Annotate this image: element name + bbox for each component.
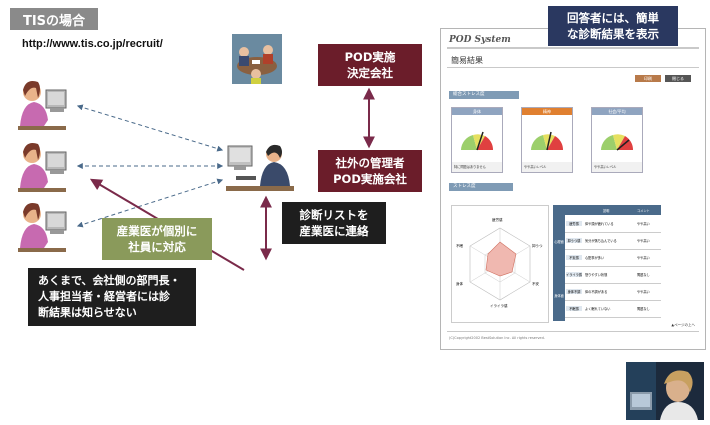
radar-label: 身体 <box>456 282 463 286</box>
row-desc: 体の不調がある <box>585 290 608 294</box>
section-stress-level: ストレス度 <box>449 183 513 191</box>
divider <box>447 331 699 332</box>
page-top-link[interactable]: ▲ページの上へ <box>671 323 695 327</box>
radar-label: 不眠 <box>456 244 463 248</box>
meeting-photo-icon <box>232 34 282 84</box>
side-label: 心理面 <box>554 240 564 244</box>
radar-label: 抑うつ <box>532 244 543 248</box>
radar-label: イライラ感 <box>490 304 508 308</box>
respondent-result-box: 回答者には、簡単 な診断結果を表示 <box>548 6 678 46</box>
row-comment: やや高い <box>637 290 650 294</box>
copyright: (C)Copyright2002 BestSolution Inc. All r… <box>449 336 545 340</box>
section-total-stress: 総合ストレス度 <box>449 91 519 99</box>
close-button[interactable]: 閉じる <box>665 75 691 82</box>
row-name: 抑うつ感 <box>566 238 582 243</box>
print-button[interactable]: 印刷 <box>635 75 661 82</box>
row-comment: 問題なし <box>637 273 650 277</box>
gauge-comment: やや高いレベル <box>522 162 572 172</box>
gauge-comment: 特に問題はありません <box>452 162 502 172</box>
row-name: 不安感 <box>566 255 582 260</box>
table-header: コメント <box>637 209 650 213</box>
table-row: 不安感 心配事が多い やや高い <box>565 249 661 267</box>
table-row: 不眠感 よく眠れていない 問題なし <box>565 300 661 318</box>
employee-icon <box>16 198 70 258</box>
gauge-comment: やや高いレベル <box>592 162 642 172</box>
radar-label: 疲労感 <box>492 218 503 222</box>
row-comment: やや高い <box>637 222 650 226</box>
pod-company-box: POD実施 決定会社 <box>318 44 422 86</box>
gauge-social: 社会/平均 やや高いレベル <box>591 107 643 173</box>
row-desc: 気分が落ち込んでいる <box>585 239 617 243</box>
row-name: イライラ感 <box>566 272 582 277</box>
table-row: 疲労感 体や頭が疲れている やや高い <box>565 215 661 233</box>
row-comment: 問題なし <box>637 307 650 311</box>
row-name: 不眠感 <box>566 306 582 311</box>
row-comment: やや高い <box>637 239 650 243</box>
pod-system-logo: POD System <box>449 35 511 45</box>
admin-computer-icon <box>226 140 296 196</box>
send-list-box: 診断リストを 産業医に連絡 <box>282 202 386 244</box>
result-title: 簡易結果 <box>451 56 483 65</box>
employee-icon <box>16 76 70 136</box>
radar-label: 不安 <box>532 282 539 286</box>
row-name: 疲労感 <box>566 221 582 226</box>
table-header-row: 説明 コメント <box>565 205 661 215</box>
notice-box: あくまで、会社側の部門長・ 人事担当者・経営者には診 断結果は知らせない <box>28 268 196 326</box>
row-desc: 心配事が多い <box>585 256 605 260</box>
gauge-mind: 精神 やや高いレベル <box>521 107 573 173</box>
radar-chart: 疲労感 抑うつ 不安 イライラ感 身体 不眠 <box>451 205 549 323</box>
row-desc: 体や頭が疲れている <box>585 222 614 226</box>
employee-icon <box>16 138 70 198</box>
dashed-link-top <box>76 104 224 152</box>
row-desc: よく眠れていない <box>585 307 611 311</box>
divider <box>447 67 699 68</box>
table-row: イライラ感 怒りやすい状態 問題なし <box>565 266 661 284</box>
gauge-body: 身体 特に問題はありません <box>451 107 503 173</box>
table-row: 抑うつ感 気分が落ち込んでいる やや高い <box>565 232 661 250</box>
recruit-url[interactable]: http://www.tis.co.jp/recruit/ <box>22 38 163 50</box>
side-label: 身体面 <box>554 294 564 298</box>
row-name: 身体不調 <box>566 289 582 294</box>
divider <box>447 47 699 49</box>
gauge-label: 社会/平均 <box>592 108 642 115</box>
gauge-label: 精神 <box>522 108 572 115</box>
external-admin-box: 社外の管理者 POD実施会社 <box>318 150 422 192</box>
result-table: 心理面 身体面 説明 コメント 疲労感 体や頭が疲れている やや高い 抑うつ感 … <box>553 205 661 321</box>
pod-system-screenshot: POD System 簡易結果 印刷 閉じる 総合ストレス度 身体 特に問題はあ… <box>440 28 706 350</box>
row-desc: 怒りやすい状態 <box>585 273 608 277</box>
company-tag: TISの場合 <box>10 8 98 30</box>
row-comment: やや高い <box>637 256 650 260</box>
table-header: 説明 <box>603 209 610 213</box>
doctor-contact-box: 産業医が個別に 社員に対応 <box>102 218 212 260</box>
table-side-bar <box>553 205 565 321</box>
table-row: 身体不調 体の不調がある やや高い <box>565 283 661 301</box>
gauge-label: 身体 <box>452 108 502 115</box>
user-photo <box>626 362 704 420</box>
